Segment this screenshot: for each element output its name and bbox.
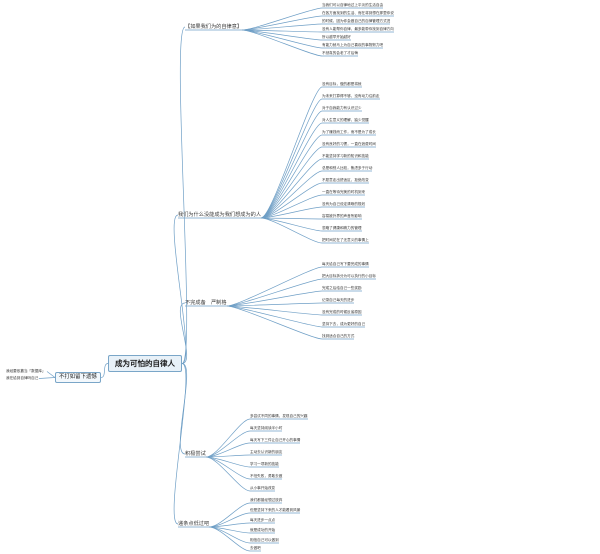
leaf-topic: 没有人能帮你自律，最多能带你找到自律方向 (322, 27, 394, 31)
connector-line (179, 26, 188, 364)
connector-line (260, 122, 323, 219)
connector-line (205, 456, 251, 480)
leaf-topic: 对于自我能力有认识过少 (322, 106, 362, 110)
leaf-topic: 忽略了健康和精力的管理 (322, 226, 362, 230)
connector-line (205, 456, 251, 492)
leaf-topic: 没有目标，做的都是将就 (322, 82, 362, 86)
leaf-topic: 当我们可以自律地过上平淡的生活自由 (322, 3, 384, 7)
leaf-topic: 去做吧 (250, 546, 261, 550)
leaf-topic: 为了赚钱而工作，而不是为了成长 (322, 130, 376, 134)
leaf-topic: 就是成功的开始 (250, 528, 276, 532)
leaf-topic: 从小事开始改变 (250, 486, 276, 490)
connector-line (100, 363, 109, 378)
leaf-topic: 找到适合自己的方式 (322, 334, 355, 338)
side-note: 我经要依靠当「数据库」 (6, 369, 46, 373)
branch-topic[interactable]: 【如果我们为的自律意】 (185, 24, 243, 30)
connector-line (208, 526, 251, 552)
connector-line (241, 7, 323, 31)
leaf-topic: 不愿意走出舒适区，拒绝改变 (322, 178, 369, 182)
connector-line (260, 217, 323, 244)
leaf-topic: 把时间花在了无意义的事情上 (322, 238, 369, 242)
side-note: 我在给到自律吗自己 (6, 376, 39, 380)
leaf-topic: 为未来打算得不够，没有动力往前走 (322, 94, 380, 98)
connector-line (226, 305, 323, 328)
leaf-topic: 有能力就马上为自己喜欢的事物努力吧 (322, 43, 384, 47)
leaf-topic: 不怕失败，勇敢去做 (250, 474, 283, 478)
connector-line (226, 302, 323, 307)
leaf-topic: 没有完成的时候反省原因 (322, 310, 362, 314)
connector-line (260, 217, 323, 232)
connector-line (260, 146, 323, 219)
leaf-topic: 没有为自己设定清晰的规划 (322, 202, 366, 206)
leaf-topic: 不能坚持学习新的知识和技能 (322, 154, 369, 158)
leaf-topic: 多尝试不同的事情，发现自己的兴趣 (250, 414, 308, 418)
connector-line (208, 526, 251, 544)
connector-line (260, 98, 323, 219)
root-topic[interactable]: 成为可怕的自律人 (108, 355, 182, 372)
leaf-topic: 不然真的会老了才后悔 (322, 51, 358, 55)
connector-line (241, 29, 323, 57)
connector-line (205, 430, 251, 458)
leaf-topic: 总是和别人比较，焦虑多于行动 (322, 166, 373, 170)
connector-line (226, 305, 323, 316)
branch-topic[interactable]: 递条点低过吧 (178, 521, 210, 527)
side-topic[interactable]: 不打如留下遗憾 (55, 372, 101, 383)
leaf-topic: 学习一项新的技能 (250, 462, 279, 466)
connector-line (226, 290, 323, 307)
connector-line (241, 23, 323, 31)
leaf-topic: 相信自己可以做到 (250, 538, 279, 542)
connector-line (260, 217, 323, 220)
connector-line (205, 418, 251, 458)
leaf-topic: 一直在等待完美的时机到来 (322, 190, 366, 194)
leaf-topic: 但是坚持下来的人才能看到风景 (250, 508, 301, 512)
connector-line (173, 214, 187, 364)
connector-line (226, 266, 323, 307)
leaf-topic: 每天进步一点点 (250, 518, 276, 522)
connector-line (260, 110, 323, 219)
leaf-topic: 所以越早开始越好 (322, 35, 351, 39)
connector-line (38, 377, 56, 379)
branch-topic[interactable]: 积极尝试 (185, 451, 206, 457)
leaf-topic: 主动去认识新的朋友 (250, 450, 283, 454)
leaf-topic: 每天写下三件让自己开心的事情 (250, 438, 301, 442)
connector-line (46, 371, 56, 378)
connector-line (226, 278, 323, 307)
leaf-topic: 在各方面找到的生活、而在将到想在那里你说 (322, 11, 394, 15)
leaf-topic: 的时候，因为你会做自己的自律管理方式进 (322, 19, 391, 23)
connector-line (173, 363, 187, 525)
connector-line (260, 86, 323, 219)
leaf-topic: 坚持下去，成为更好的自己 (322, 322, 366, 326)
connector-line (260, 134, 323, 219)
leaf-topic: 记录自己每天的进步 (322, 298, 355, 302)
branch-topic[interactable]: 我们为什么没能成为我们想成为的人 (178, 212, 262, 218)
leaf-topic: 对人生意义的理解，缺少觉醒 (322, 118, 369, 122)
leaf-topic: 没有良好的习惯，一直在浪费时间 (322, 142, 376, 146)
connector-line (179, 363, 188, 455)
leaf-topic: 把大目标拆分为可以执行的小目标 (322, 274, 376, 278)
leaf-topic: 每天给自己写下要完成的事情 (322, 262, 369, 266)
leaf-topic: 每天坚持阅读半小时 (250, 426, 283, 430)
connector-line (180, 302, 187, 364)
branch-topic[interactable]: 不完成备 严制格 (185, 300, 227, 306)
connector-line (226, 305, 323, 340)
leaf-topic: 我们都曾经想过放弃 (250, 498, 283, 502)
leaf-topic: 完成之后给自己一些奖励 (322, 286, 362, 290)
leaf-topic: 容易被外界的声音所影响 (322, 214, 362, 218)
